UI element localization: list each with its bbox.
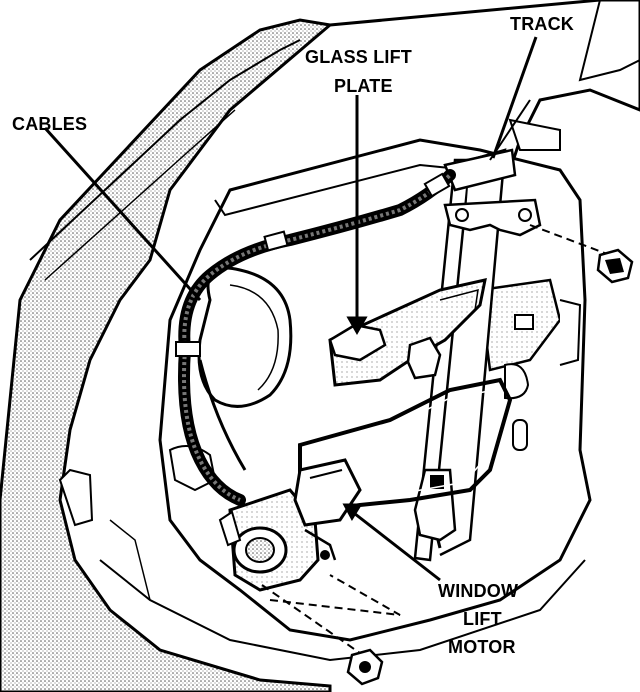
track-label: TRACK	[510, 14, 574, 34]
glass-lift-plate-label-line2: PLATE	[334, 76, 393, 96]
cables-label: CABLES	[12, 114, 87, 134]
track-leader	[491, 36, 538, 159]
window-lift-motor-label-line2: LIFT	[463, 609, 502, 629]
upper-bracket	[443, 198, 542, 237]
window-frame	[329, 0, 640, 171]
track-rail	[413, 99, 542, 562]
cables-leader	[43, 126, 202, 302]
glass-lift-plate-label-line1: GLASS LIFT	[305, 47, 412, 67]
door-hinge-slot	[58, 468, 94, 527]
lower-bracket	[413, 468, 457, 542]
window-lift-motor-label-line3: MOTOR	[448, 637, 516, 657]
bolt-upper	[529, 224, 634, 284]
window-lift-motor-leader	[349, 508, 441, 582]
window-lift-motor-part	[218, 458, 362, 592]
glass-lift-plate-part	[328, 278, 487, 387]
leader-lines	[43, 36, 538, 582]
window-lift-motor-label-line1: WINDOW	[438, 581, 518, 601]
door-outer-frame	[0, 18, 334, 692]
bolt-lower	[261, 574, 401, 686]
